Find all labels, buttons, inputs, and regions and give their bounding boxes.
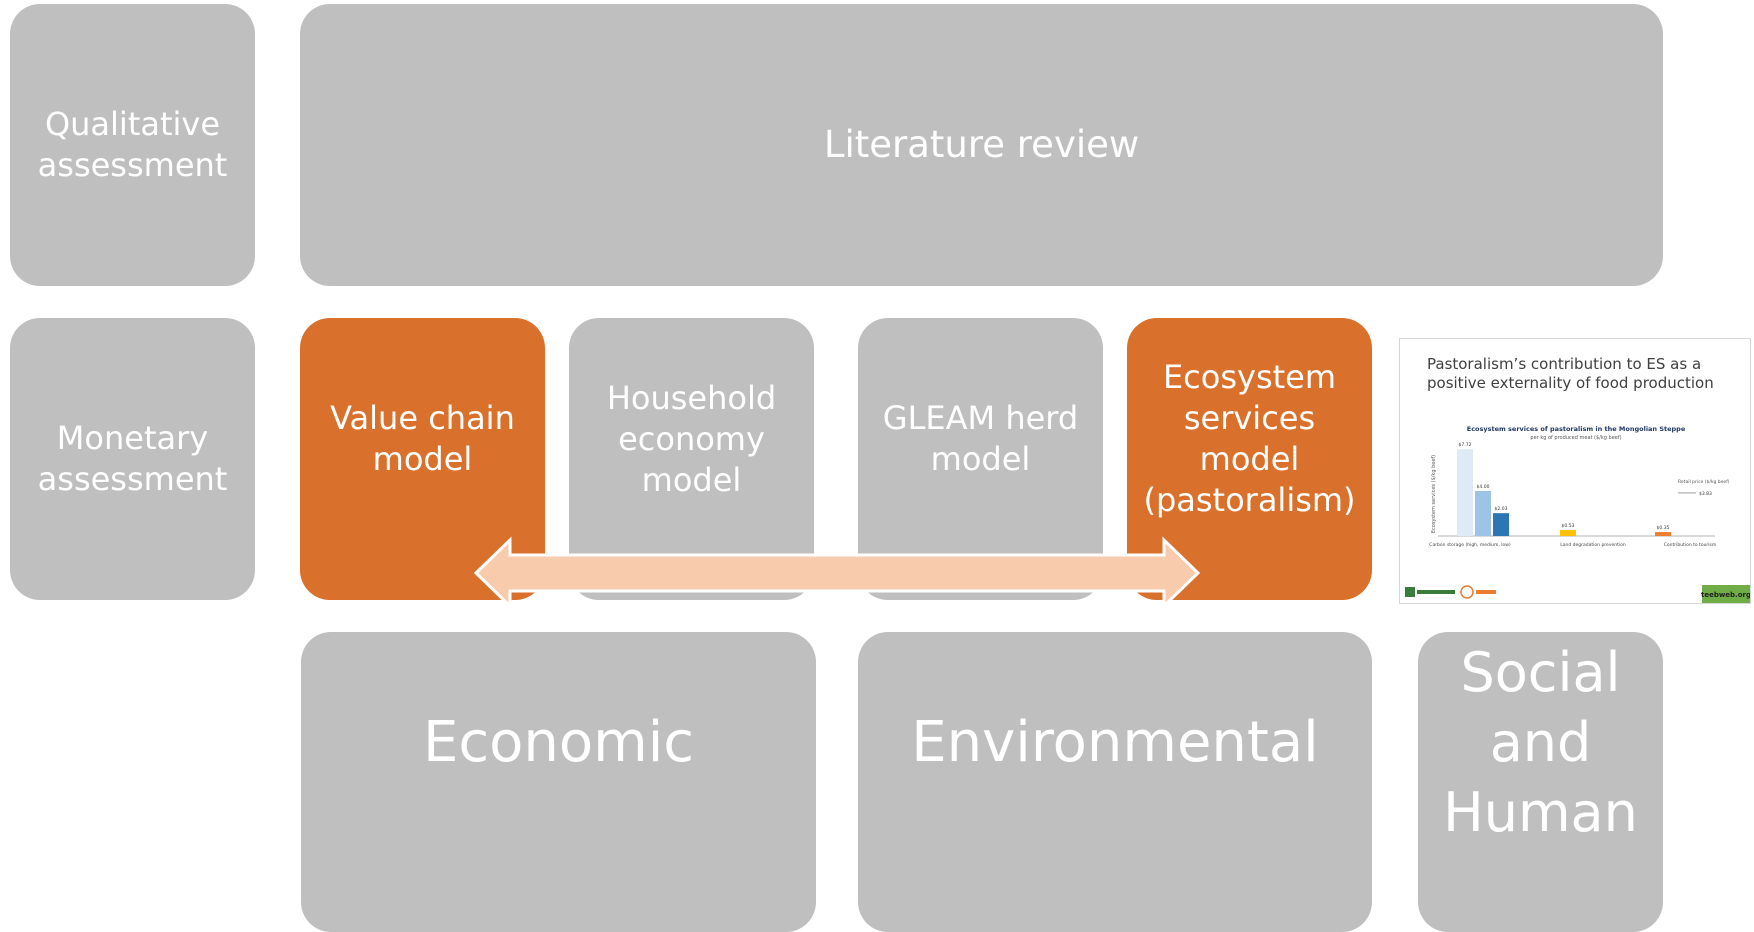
chart-reference-label: Retail price ($/kg beef) (1678, 479, 1730, 485)
chart-ylabel: Ecosystem services ($/kg beef) (1431, 455, 1437, 533)
teebweb-badge (1702, 585, 1750, 603)
chart-bar (1655, 532, 1671, 536)
social-human-pillar-label: Social and Human (1443, 641, 1638, 844)
es-chart-thumbnail: Pastoralism’s contribution to ES as a po… (1399, 338, 1751, 604)
chart-bar (1493, 513, 1509, 536)
gleam-herd-model-label: GLEAM herd model (882, 399, 1079, 478)
thumbnail-chart-svg: Ecosystem services of pastoralism in the… (1405, 425, 1751, 603)
monetary-assessment-label: Monetary assessment (37, 419, 228, 498)
chart-bar-label: $2.03 (1495, 506, 1508, 512)
chart-bar (1475, 491, 1491, 536)
chart-category-label: Carbon storage (high, medium, low) (1429, 542, 1511, 548)
household-economy-model-box: Household economy model (569, 318, 814, 600)
wageningen-logo-icon (1405, 587, 1415, 597)
chart-title: Ecosystem services of pastoralism in the… (1467, 425, 1686, 433)
qualitative-assessment-label: Qualitative assessment (37, 105, 228, 184)
environmental-pillar-label: Environmental (911, 710, 1319, 775)
gleam-herd-model-box: GLEAM herd model (858, 318, 1103, 600)
social-human-pillar-box: Social and Human (1418, 632, 1663, 932)
chart-bar (1457, 449, 1473, 536)
impact-institute-logo-icon (1476, 590, 1496, 594)
chart-bar-label: $4.00 (1477, 484, 1490, 490)
double-headed-arrow-icon (476, 540, 1198, 606)
monetary-assessment-box: Monetary assessment (10, 318, 255, 600)
chart-category-label: Land degradation prevention (1560, 542, 1626, 548)
chart-category-label: Contribution to tourism (1664, 542, 1717, 548)
literature-review-label: Literature review (823, 123, 1140, 166)
economic-pillar-label: Economic (422, 710, 695, 775)
thumbnail-title: Pastoralism’s contribution to ES as a po… (1427, 355, 1714, 392)
chart-bar-label: $7.72 (1459, 442, 1472, 448)
economic-pillar-box: Economic (301, 632, 816, 932)
qualitative-assessment-box: Qualitative assessment (10, 4, 255, 286)
value-chain-model-box: Value chain model (300, 318, 545, 600)
chart-bar-label: $0.35 (1657, 525, 1670, 531)
household-economy-model-label: Household economy model (606, 378, 777, 499)
environmental-pillar-box: Environmental (858, 632, 1372, 932)
value-chain-model-label: Value chain model (330, 399, 515, 478)
chart-bar (1560, 530, 1576, 536)
wageningen-logo-icon (1417, 590, 1455, 594)
impact-institute-logo-icon (1460, 585, 1474, 599)
chart-bar-label: $0.53 (1562, 523, 1575, 529)
teebweb-label: teebweb.org (1701, 591, 1751, 599)
ecosystem-services-model-label: Ecosystem services model (pastoralism) (1143, 358, 1356, 519)
literature-review-box: Literature review (300, 4, 1663, 286)
chart-reference-value: $3.83 (1699, 491, 1712, 497)
chart-subtitle: per kg of produced meat ($/kg beef) (1530, 435, 1621, 441)
